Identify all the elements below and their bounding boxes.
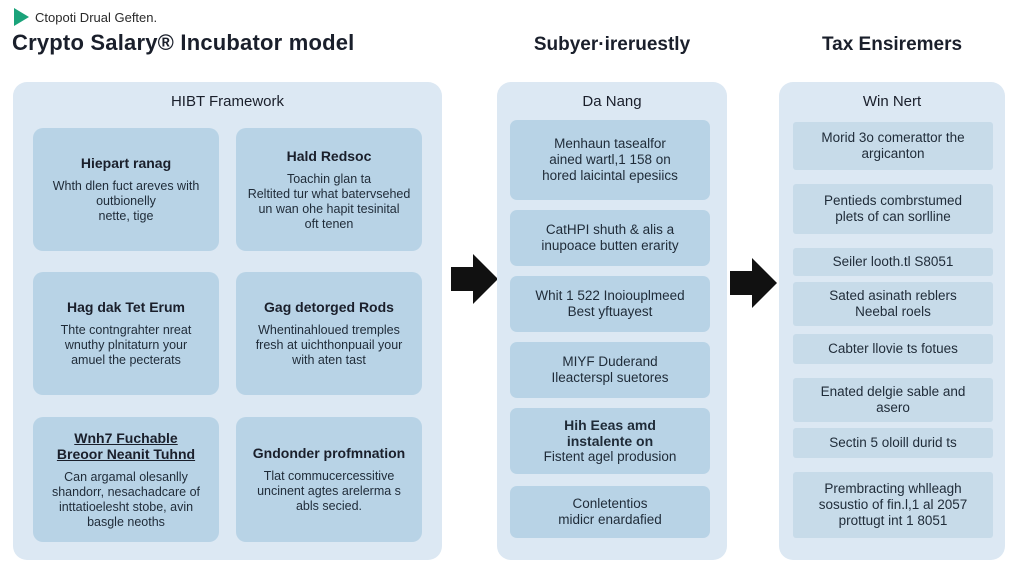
card-title: Gndonder profmnation [252, 445, 406, 461]
requirement-box: Prembracting whlleagh sosustio of fin.l,… [793, 472, 993, 538]
stage-text: Fistent agel produsion [543, 449, 677, 464]
requirement-box: Sectin 5 oloill durid ts [793, 428, 993, 458]
requirement-text: Seiler looth.tl S8051 [832, 254, 954, 269]
card-body: Toachin glan ta Reltited tur what baterv… [247, 171, 411, 231]
play-triangle-icon [14, 8, 29, 26]
left-panel-title: HIBT Framework [170, 93, 285, 110]
stage-box: MIYF Duderand Ileacterspl suetores [510, 342, 710, 398]
brand: Ctopoti Drual Geften. [14, 8, 157, 26]
stage-box: Conletentios midicr enardafied [510, 486, 710, 538]
middle-panel: Da Nang Menhaun tasealfor ained wartl,1 … [497, 82, 727, 560]
right-panel-title: Win Nert [862, 93, 922, 110]
requirement-text: Pentieds combrstumed plets of can sorlli… [823, 193, 963, 224]
middle-panel-title: Da Nang [582, 93, 642, 110]
requirement-text: Sectin 5 oloill durid ts [829, 435, 957, 450]
requirement-box: Seiler looth.tl S8051 [793, 248, 993, 276]
framework-card: Hiepart ranag Whth dlen fuct areves with… [33, 128, 219, 251]
framework-card: Hag dak Tet Erum Thte contngrahter nreat… [33, 272, 219, 395]
requirement-box: Morid 3o comerattor the argicanton [793, 122, 993, 170]
stage-text: Conletentios midicr enardafied [558, 496, 662, 527]
requirement-text: Enated delgie sable and asero [820, 384, 966, 415]
stage-text: Whit 1 522 Inoiouplmeed Best yftuayest [535, 288, 685, 319]
card-body: Can argamal olesanlly shandorr, nesachad… [51, 469, 201, 529]
requirement-box: Pentieds combrstumed plets of can sorlli… [793, 184, 993, 234]
framework-card: Wnh7 Fuchable Breoor Neanit Tuhnd Can ar… [33, 417, 219, 542]
card-title: Gag detorged Rods [264, 299, 394, 315]
stage-text: MIYF Duderand Ileacterspl suetores [551, 354, 669, 385]
stage-text: CatHPI shuth & alis a inupoace butten er… [541, 222, 679, 253]
right-panel: Win Nert Morid 3o comerattor the argican… [779, 82, 1005, 560]
card-body: Thte contngrahter nreat wnuthy plnitatur… [60, 323, 192, 367]
card-title: Hiepart ranag [80, 155, 172, 171]
stage-bold-text: Hih Eeas amd instalente on [564, 417, 656, 449]
framework-card: Gndonder profmnation Tlat commucercessit… [236, 417, 422, 542]
card-body: Tlat commucercessitive uncinent agtes ar… [257, 469, 401, 513]
requirement-text: Morid 3o comerattor the argicanton [821, 130, 965, 161]
stage-box: Menhaun tasealfor ained wartl,1 158 on h… [510, 120, 710, 200]
arrow-right-icon [451, 254, 498, 304]
requirement-text: Prembracting whlleagh sosustio of fin.l,… [818, 481, 968, 528]
stage-box: Whit 1 522 Inoiouplmeed Best yftuayest [510, 276, 710, 332]
middle-column-header: Subyer·ireruestly [533, 34, 691, 55]
main-title: Crypto Salary® Incubator model [12, 30, 355, 55]
stage-box: Hih Eeas amd instalente on Fistent agel … [510, 408, 710, 474]
requirement-box: Enated delgie sable and asero [793, 378, 993, 422]
stage-box: CatHPI shuth & alis a inupoace butten er… [510, 210, 710, 266]
card-title: Wnh7 Fuchable Breoor Neanit Tuhnd [56, 429, 196, 462]
framework-card: Hald Redsoc Toachin glan ta Reltited tur… [236, 128, 422, 251]
arrow-right-icon [730, 258, 777, 308]
card-title: Hag dak Tet Erum [67, 299, 185, 315]
requirement-box: Cabter llovie ts fotues [793, 334, 993, 364]
brand-text: Ctopoti Drual Geften. [35, 9, 158, 25]
requirement-text: Cabter llovie ts fotues [828, 341, 958, 356]
card-body: Whentinahloued tremples fresh at uichtho… [255, 323, 403, 367]
left-panel: HIBT Framework Hiepart ranag Whth dlen f… [13, 82, 442, 560]
card-title: Hald Redsoc [286, 147, 372, 164]
stage-text: Menhaun tasealfor ained wartl,1 158 on h… [542, 136, 678, 183]
right-column-header: Tax Ensiremers [821, 34, 963, 55]
requirement-box: Sated asinath reblers Neebal roels [793, 282, 993, 326]
framework-card: Gag detorged Rods Whentinahloued tremple… [236, 272, 422, 395]
card-body: Whth dlen fuct areves with outbionelly n… [52, 179, 200, 223]
requirement-text: Sated asinath reblers Neebal roels [829, 288, 957, 319]
